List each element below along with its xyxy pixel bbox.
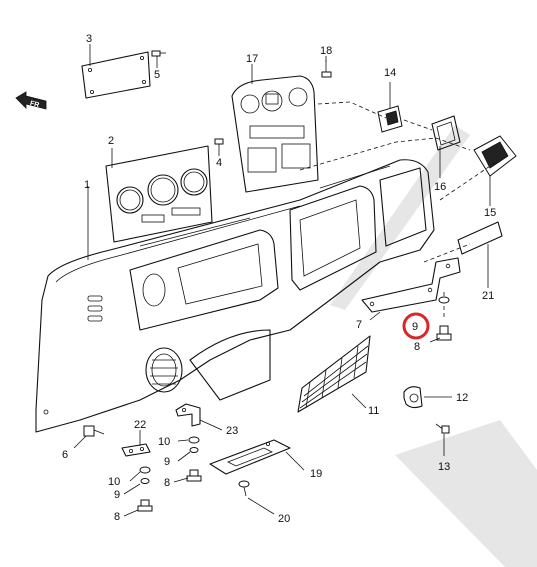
part-2-gauge-panel [105, 145, 213, 243]
callout-16: 16 [434, 181, 446, 193]
callout-21: 21 [482, 290, 494, 302]
callout-17: 17 [246, 53, 258, 65]
part-9-washer-left [140, 478, 150, 484]
background-shade-upper [330, 125, 470, 310]
callout-20: 20 [278, 513, 290, 525]
callout-12: 12 [456, 392, 468, 404]
part-13-screw [435, 423, 450, 434]
callout-14: 14 [384, 67, 396, 79]
callout-15: 15 [484, 207, 496, 219]
part-23-bracket [175, 403, 201, 427]
part-17-center-bezel [231, 75, 319, 193]
part-1-dashboard [35, 159, 435, 433]
part-8-bolt-middle [186, 469, 202, 482]
callout-4: 4 [216, 157, 222, 169]
part-7-bracket [361, 257, 461, 313]
background-shade-lower [395, 420, 537, 567]
callout-2: 2 [108, 135, 114, 147]
part-9-washer-right [438, 296, 450, 304]
part-15-housing [473, 135, 517, 177]
callout-9-left: 9 [114, 489, 120, 501]
highlight-circle-part-9 [402, 312, 430, 340]
callout-10-middle: 10 [158, 436, 170, 448]
front-arrow-label: FR [29, 100, 40, 109]
part-20-clip [238, 480, 250, 497]
part-9-washer-middle [189, 447, 199, 453]
callout-22: 22 [134, 419, 146, 431]
callout-9-middle: 9 [164, 456, 170, 468]
callout-23: 23 [226, 425, 238, 437]
part-22-bracket [121, 443, 151, 457]
callout-8-right: 8 [414, 341, 420, 353]
callout-19: 19 [310, 468, 322, 480]
part-21-cover [457, 221, 503, 255]
callout-9-highlighted: 9 [412, 321, 418, 333]
callout-8-left: 8 [114, 511, 120, 523]
part-10-washer-left [139, 466, 151, 474]
callout-10-left: 10 [108, 476, 120, 488]
part-3-plate [81, 51, 151, 99]
part-8-bolt-right [436, 325, 452, 341]
part-6-bolt [83, 425, 105, 437]
callout-8-middle: 8 [164, 477, 170, 489]
assembly-guide-lines [299, 101, 497, 318]
part-10-washer-middle [188, 436, 200, 444]
part-19-plate [209, 439, 291, 475]
callout-6: 6 [62, 449, 68, 461]
callout-13: 13 [438, 461, 450, 473]
part-8-bolt-left [137, 499, 153, 512]
callout-7: 7 [356, 319, 362, 331]
part-5-screw [151, 50, 166, 57]
part-11-mesh-net [297, 335, 371, 413]
callout-11: 11 [368, 405, 379, 417]
part-14-switch [377, 105, 403, 133]
part-12-clamp [403, 386, 423, 409]
part-18-screw [321, 60, 332, 78]
callout-3: 3 [86, 33, 92, 45]
part-4-screw [214, 138, 224, 150]
front-direction-arrow: FR [15, 91, 47, 110]
callout-18: 18 [320, 45, 332, 57]
callout-1: 1 [84, 179, 90, 191]
callout-5: 5 [154, 69, 160, 81]
